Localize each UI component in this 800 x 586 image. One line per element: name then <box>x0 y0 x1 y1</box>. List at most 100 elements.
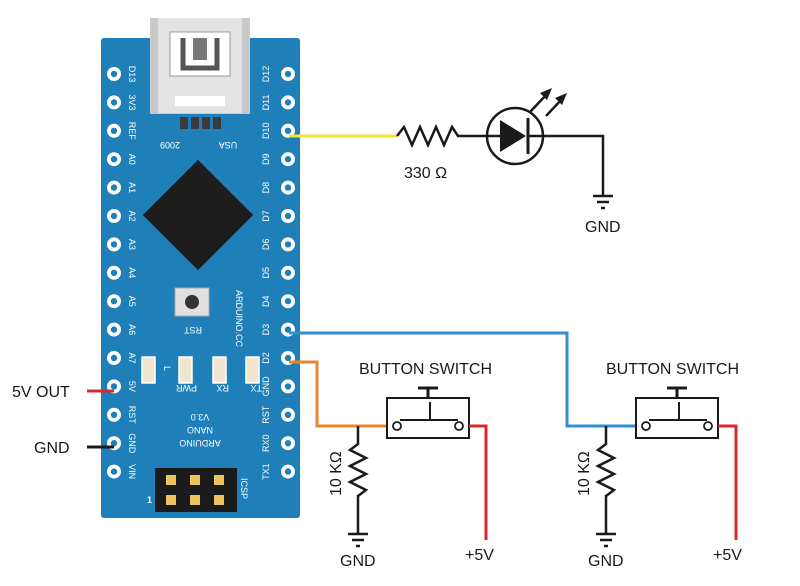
right-pin-hole <box>284 156 292 163</box>
resistor-330-label: 330 Ω <box>404 165 447 182</box>
left-pin-hole <box>110 99 118 106</box>
left-pin-label: GND <box>127 433 137 454</box>
left-pin-label: A2 <box>127 210 137 221</box>
year-label: 2009 <box>160 140 180 150</box>
reset-button[interactable] <box>174 287 210 317</box>
icsp-header <box>155 468 237 512</box>
right-pin-label: D11 <box>261 94 271 110</box>
right-pin-hole <box>284 184 292 191</box>
board-pcb <box>101 38 300 518</box>
board-name-arduino: ARDUINO <box>179 438 221 448</box>
ground-symbol-led <box>593 194 613 210</box>
ground-symbol-right <box>596 532 616 548</box>
led-diode <box>485 88 567 166</box>
icsp-pin1-label: 1 <box>147 495 152 505</box>
left-pin-hole <box>110 269 118 276</box>
wire-led-gnd <box>542 134 605 196</box>
right-pin-label: D12 <box>261 66 271 83</box>
right-pin-label: D4 <box>261 295 271 307</box>
button-switch-right-circuit: BUTTON SWITCH 10 KΩ GND +5V <box>289 331 742 570</box>
right-pin-label: GND <box>261 376 271 397</box>
board-version: V3.0 <box>191 412 210 422</box>
button-right-supply-label: +5V <box>713 547 742 564</box>
wire-5v-left-red <box>469 424 488 540</box>
left-pin-label: A5 <box>127 296 137 307</box>
resistor-330 <box>396 123 488 149</box>
right-pin-hole <box>284 383 292 390</box>
button-switch-left[interactable] <box>386 386 470 439</box>
right-pin-label: D10 <box>261 123 271 140</box>
right-pin-label: D3 <box>261 324 271 336</box>
left-pin-hole <box>110 383 118 390</box>
usb-label: USA <box>219 140 238 150</box>
left-pin-hole <box>110 212 118 220</box>
right-pin-hole <box>284 354 292 362</box>
resistor-10k-right <box>595 426 617 534</box>
left-pin-hole <box>110 184 118 191</box>
led-label-l: L <box>162 366 172 371</box>
left-pin-hole <box>110 354 118 362</box>
left-pin-label: RST <box>127 406 137 425</box>
left-pin-label: 3V3 <box>127 94 137 110</box>
left-pin-label: A0 <box>127 154 137 165</box>
right-pin-label: D8 <box>261 182 271 194</box>
left-pin-hole <box>110 241 118 248</box>
button-switch-right[interactable] <box>635 386 719 439</box>
led-label-rx: RX <box>216 383 229 393</box>
left-pin-hole <box>110 298 118 305</box>
board-name-nano: NANO <box>187 425 213 435</box>
right-pin-label: RST <box>261 405 271 424</box>
button-left-title: BUTTON SWITCH <box>359 361 492 378</box>
wire-5v-right-red <box>718 424 738 540</box>
right-pin-hole <box>284 468 292 475</box>
right-pin-label: RX0 <box>261 434 271 452</box>
right-pin-label: D2 <box>261 352 271 364</box>
right-pin-hole <box>284 411 292 418</box>
right-pin-label: D9 <box>261 153 271 165</box>
button-switch-left-circuit: BUTTON SWITCH 10 KΩ GND +5V <box>289 360 494 570</box>
button-left-supply-label: +5V <box>465 547 494 564</box>
usb-connector <box>150 18 250 129</box>
right-pin-label: D6 <box>261 239 271 251</box>
resistor-10k-left-label: 10 KΩ <box>328 451 345 496</box>
reset-label: RST <box>183 325 202 335</box>
left-pin-label: A1 <box>127 182 137 193</box>
left-pin-hole <box>110 411 118 418</box>
external-connections: 5V OUT GND <box>12 384 114 457</box>
wire-d2-orange <box>289 360 387 428</box>
left-pin-hole <box>110 326 118 333</box>
button-right-gnd-label: GND <box>588 553 624 570</box>
right-pin-label: D5 <box>261 267 271 279</box>
left-pin-label: 5V <box>127 381 137 392</box>
left-pin-label: A3 <box>127 239 137 250</box>
left-pin-hole <box>110 440 118 447</box>
right-pin-hole <box>284 298 292 305</box>
brand-side-label: ARDUINO.CC <box>234 290 244 348</box>
right-pin-hole <box>284 99 292 106</box>
right-pin-hole <box>284 269 292 276</box>
right-pin-hole <box>284 127 292 134</box>
onboard-leds <box>141 356 260 384</box>
right-pin-hole <box>284 440 292 447</box>
led-circuit: 330 Ω GND <box>289 88 621 236</box>
right-pin-hole <box>284 70 292 78</box>
led-label-pwr: PWR <box>176 383 197 393</box>
button-left-gnd-label: GND <box>340 553 376 570</box>
left-pin-hole <box>110 70 118 78</box>
right-pin-hole <box>284 212 292 220</box>
ground-symbol-left <box>348 532 368 548</box>
left-pin-label: A7 <box>127 352 137 363</box>
label-gnd-out: GND <box>34 440 70 457</box>
right-pin-hole <box>284 241 292 248</box>
icsp-label: ICSP <box>239 478 249 499</box>
arduino-nano-board: 2009 USA RST ARDUINO.CC L PWR RX TX V3.0… <box>101 18 300 518</box>
resistor-10k-right-label: 10 KΩ <box>576 451 593 496</box>
left-pin-label: A4 <box>127 267 137 278</box>
left-pin-label: REF <box>127 122 137 141</box>
left-pin-hole <box>110 156 118 163</box>
left-pin-label: A6 <box>127 324 137 335</box>
resistor-10k-left <box>347 426 369 534</box>
right-pin-label: D7 <box>261 210 271 222</box>
wire-d3-blue <box>289 331 636 428</box>
